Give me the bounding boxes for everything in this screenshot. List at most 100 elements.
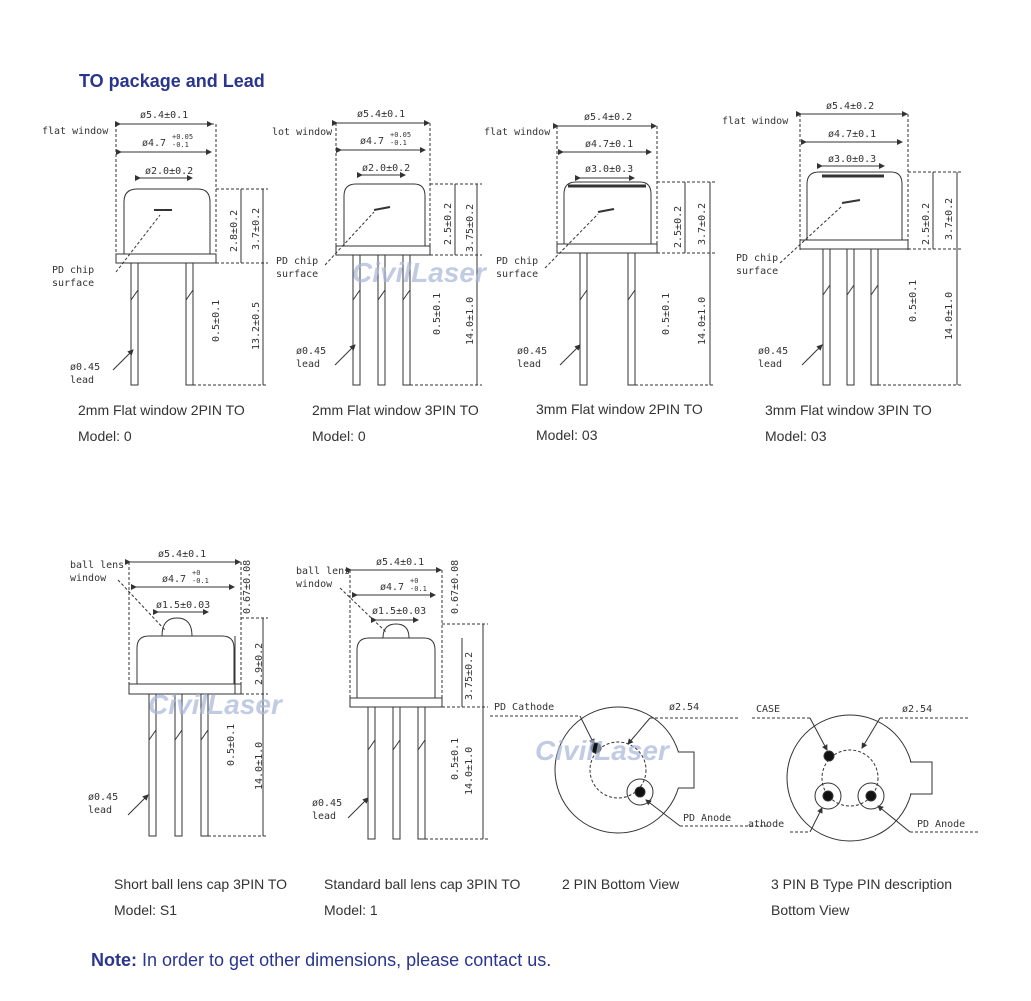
caption-title: Standard ball lens cap 3PIN TO xyxy=(324,876,521,892)
label-window: ball lens xyxy=(70,560,124,571)
label-lead: ø0.45 xyxy=(312,798,342,809)
dim-h2: 2.5±0.2 xyxy=(921,203,932,245)
caption-title: 3 PIN B Type PIN description xyxy=(771,876,953,892)
label-chip-2: surface xyxy=(496,269,538,280)
package-caption-4: 3mm Flat window 3PIN TO Model: 03 xyxy=(765,397,932,449)
caption-title: Short ball lens cap 3PIN TO xyxy=(114,876,288,892)
dim-d3: ø1.5±0.03 xyxy=(372,606,426,617)
dim-d1: ø5.4±0.1 xyxy=(158,549,206,560)
label-pd-anode: PD Anode xyxy=(683,813,731,824)
dim-d2-sub: -0.1 xyxy=(192,577,209,585)
package-caption-6: Standard ball lens cap 3PIN TO Model: 1 xyxy=(324,871,520,923)
dim-d2-sub: -0.1 xyxy=(390,139,407,147)
bottom-view-caption-1: 2 PIN Bottom View xyxy=(562,871,679,897)
package-drawing-2 xyxy=(324,120,482,386)
label-case: CASE xyxy=(756,704,780,715)
dim-d1: ø5.4±0.2 xyxy=(826,101,874,112)
package-drawing-4 xyxy=(779,111,962,386)
label-window: flat window xyxy=(722,116,789,127)
dim-d2-sup: +0 xyxy=(410,577,418,585)
dim-d3: ø3.0±0.3 xyxy=(828,154,876,165)
label-window: lot window xyxy=(272,127,333,138)
dim-h4: 13.2±0.5 xyxy=(251,302,262,350)
dim-h1: 3.75±0.2 xyxy=(464,652,475,700)
dim-d2: ø4.7 xyxy=(360,136,384,147)
label-lead-2: lead xyxy=(758,359,782,370)
label-chip: PD chip xyxy=(736,253,778,264)
caption-title: 3mm Flat window 3PIN TO xyxy=(765,402,932,418)
dim-d3: ø1.5±0.03 xyxy=(156,600,210,611)
caption-model: Model: 0 xyxy=(78,428,132,444)
caption-title: 3mm Flat window 2PIN TO xyxy=(536,401,703,417)
label-pitch: ø2.54 xyxy=(902,704,932,715)
package-drawing-3 xyxy=(544,123,715,386)
label-window-2: window xyxy=(70,573,107,584)
label-pd-cathode: PD Cathode xyxy=(494,702,554,713)
dim-h0: 0.67±0.08 xyxy=(242,560,253,614)
dim-h2: 2.5±0.2 xyxy=(443,203,454,245)
package-drawing-5 xyxy=(117,559,268,837)
dim-h4: 14.0±1.0 xyxy=(254,742,265,790)
label-cathode: athode xyxy=(748,819,784,830)
label-lead: ø0.45 xyxy=(88,792,118,803)
dim-h1: 2.9±0.2 xyxy=(254,643,265,685)
note-label: Note: xyxy=(91,950,137,970)
dim-h3: 0.5±0.1 xyxy=(226,724,237,766)
package-caption-1: 2mm Flat window 2PIN TO Model: 0 xyxy=(78,397,245,449)
caption-model: Model: S1 xyxy=(114,902,178,918)
label-lead: ø0.45 xyxy=(758,346,788,357)
label-chip-2: surface xyxy=(736,266,778,277)
caption-title: 2 PIN Bottom View xyxy=(562,876,680,892)
label-window: ball lens xyxy=(296,566,350,577)
dim-d2: ø4.7±0.1 xyxy=(585,139,633,150)
label-window: flat window xyxy=(42,126,109,137)
dim-d2: ø4.7 xyxy=(162,574,186,585)
dim-h0: 0.67±0.08 xyxy=(450,560,461,614)
dim-h2: 2.8±0.2 xyxy=(229,210,240,252)
label-lead-2: lead xyxy=(70,375,94,386)
label-pd-anode: PD Anode xyxy=(917,819,965,830)
bottom-view-caption-2: 3 PIN B Type PIN description Bottom View xyxy=(771,871,952,923)
label-lead-2: lead xyxy=(296,359,320,370)
dim-h1: 3.7±0.2 xyxy=(697,203,708,245)
dim-d2-sup: +0.05 xyxy=(172,133,193,141)
dim-d2-sup: +0.05 xyxy=(390,131,411,139)
caption-subtitle: Bottom View xyxy=(771,902,850,918)
dim-d3: ø2.0±0.2 xyxy=(362,163,410,174)
dim-h3: 0.5±0.1 xyxy=(908,280,919,322)
label-window-2: window xyxy=(296,579,333,590)
dim-h1: 3.7±0.2 xyxy=(944,198,955,240)
dim-d2: ø4.7 xyxy=(380,582,404,593)
bottom-view-drawing-1 xyxy=(490,706,770,834)
dim-h3: 0.5±0.1 xyxy=(211,300,222,342)
label-chip: PD chip xyxy=(276,256,318,267)
dim-d1: ø5.4±0.1 xyxy=(376,557,424,568)
dim-d1: ø5.4±0.2 xyxy=(584,112,632,123)
label-chip: PD chip xyxy=(52,265,94,276)
dim-d3: ø3.0±0.3 xyxy=(585,164,633,175)
package-caption-5: Short ball lens cap 3PIN TO Model: S1 xyxy=(114,871,287,923)
label-chip: PD chip xyxy=(496,256,538,267)
watermark: CivilLaser xyxy=(352,257,488,288)
label-chip-2: surface xyxy=(52,278,94,289)
package-drawing-1 xyxy=(112,121,268,386)
package-caption-2: 2mm Flat window 3PIN TO Model: 0 xyxy=(312,397,479,449)
bottom-view-drawing-2 xyxy=(752,714,980,842)
dim-h1: 3.7±0.2 xyxy=(251,208,262,250)
label-lead-2: lead xyxy=(517,359,541,370)
note-text: In order to get other dimensions, please… xyxy=(137,950,552,970)
dim-h4: 14.0±1.0 xyxy=(464,747,475,795)
page-title: TO package and Lead xyxy=(79,71,265,91)
dim-d1: ø5.4±0.1 xyxy=(357,109,405,120)
dim-h3: 0.5±0.1 xyxy=(450,738,461,780)
label-lead-2: lead xyxy=(88,805,112,816)
dim-d3: ø2.0±0.2 xyxy=(145,166,193,177)
dim-d2: ø4.7±0.1 xyxy=(828,129,876,140)
caption-model: Model: 03 xyxy=(765,428,827,444)
caption-model: Model: 0 xyxy=(312,428,366,444)
dim-d2-sub: -0.1 xyxy=(172,141,189,149)
label-lead: ø0.45 xyxy=(517,346,547,357)
label-pitch: ø2.54 xyxy=(669,702,699,713)
dim-h4: 14.0±1.0 xyxy=(697,297,708,345)
dim-d2-sup: +0 xyxy=(192,569,200,577)
